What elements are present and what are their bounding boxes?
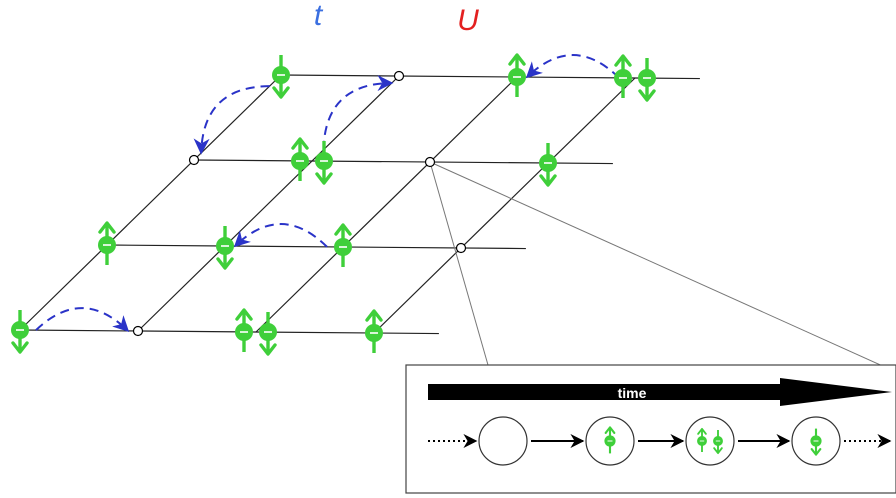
hopping-arrow bbox=[35, 307, 130, 333]
lattice-row-line bbox=[280, 74, 700, 80]
site-up bbox=[508, 53, 526, 97]
site-double bbox=[235, 308, 277, 356]
hopping-arrow bbox=[233, 223, 328, 248]
hopping-label: t bbox=[314, 0, 324, 32]
site-up bbox=[365, 309, 383, 353]
hopping-arrow bbox=[322, 75, 394, 150]
lattice-column-line bbox=[255, 76, 518, 333]
time-arrow bbox=[428, 378, 892, 406]
time-sequence bbox=[428, 416, 892, 466]
site-up bbox=[334, 223, 352, 267]
site-double bbox=[614, 54, 656, 102]
site-double bbox=[291, 137, 333, 185]
lattice-column-line bbox=[19, 74, 282, 331]
time-evolution-inset: time bbox=[405, 364, 896, 494]
lattice-column-line bbox=[137, 75, 400, 332]
site-down bbox=[539, 143, 557, 187]
inset-state-empty bbox=[478, 416, 528, 466]
hopping-arrow bbox=[525, 54, 620, 79]
zoom-line bbox=[429, 161, 896, 373]
site-down bbox=[272, 55, 290, 99]
site-up bbox=[98, 221, 116, 265]
time-arrow-label: time bbox=[618, 385, 647, 401]
site-empty bbox=[188, 154, 200, 166]
hopping-arrows bbox=[35, 54, 620, 333]
inset-state-down bbox=[791, 416, 841, 466]
site-empty bbox=[455, 242, 467, 254]
lattice-column-line bbox=[373, 77, 636, 334]
zoom-line bbox=[429, 161, 489, 366]
lattice-sites bbox=[11, 53, 656, 356]
site-empty bbox=[132, 325, 144, 337]
zoom-callout-lines bbox=[429, 161, 896, 373]
site-down bbox=[11, 310, 29, 354]
interaction-label: U bbox=[457, 4, 479, 37]
inset-state-up bbox=[585, 416, 635, 466]
site-empty bbox=[393, 70, 405, 82]
site-empty bbox=[424, 156, 436, 168]
hopping-arrow bbox=[193, 85, 270, 155]
site-down bbox=[216, 226, 234, 270]
inset-state-double bbox=[685, 416, 735, 466]
lattice-grid bbox=[19, 74, 700, 335]
